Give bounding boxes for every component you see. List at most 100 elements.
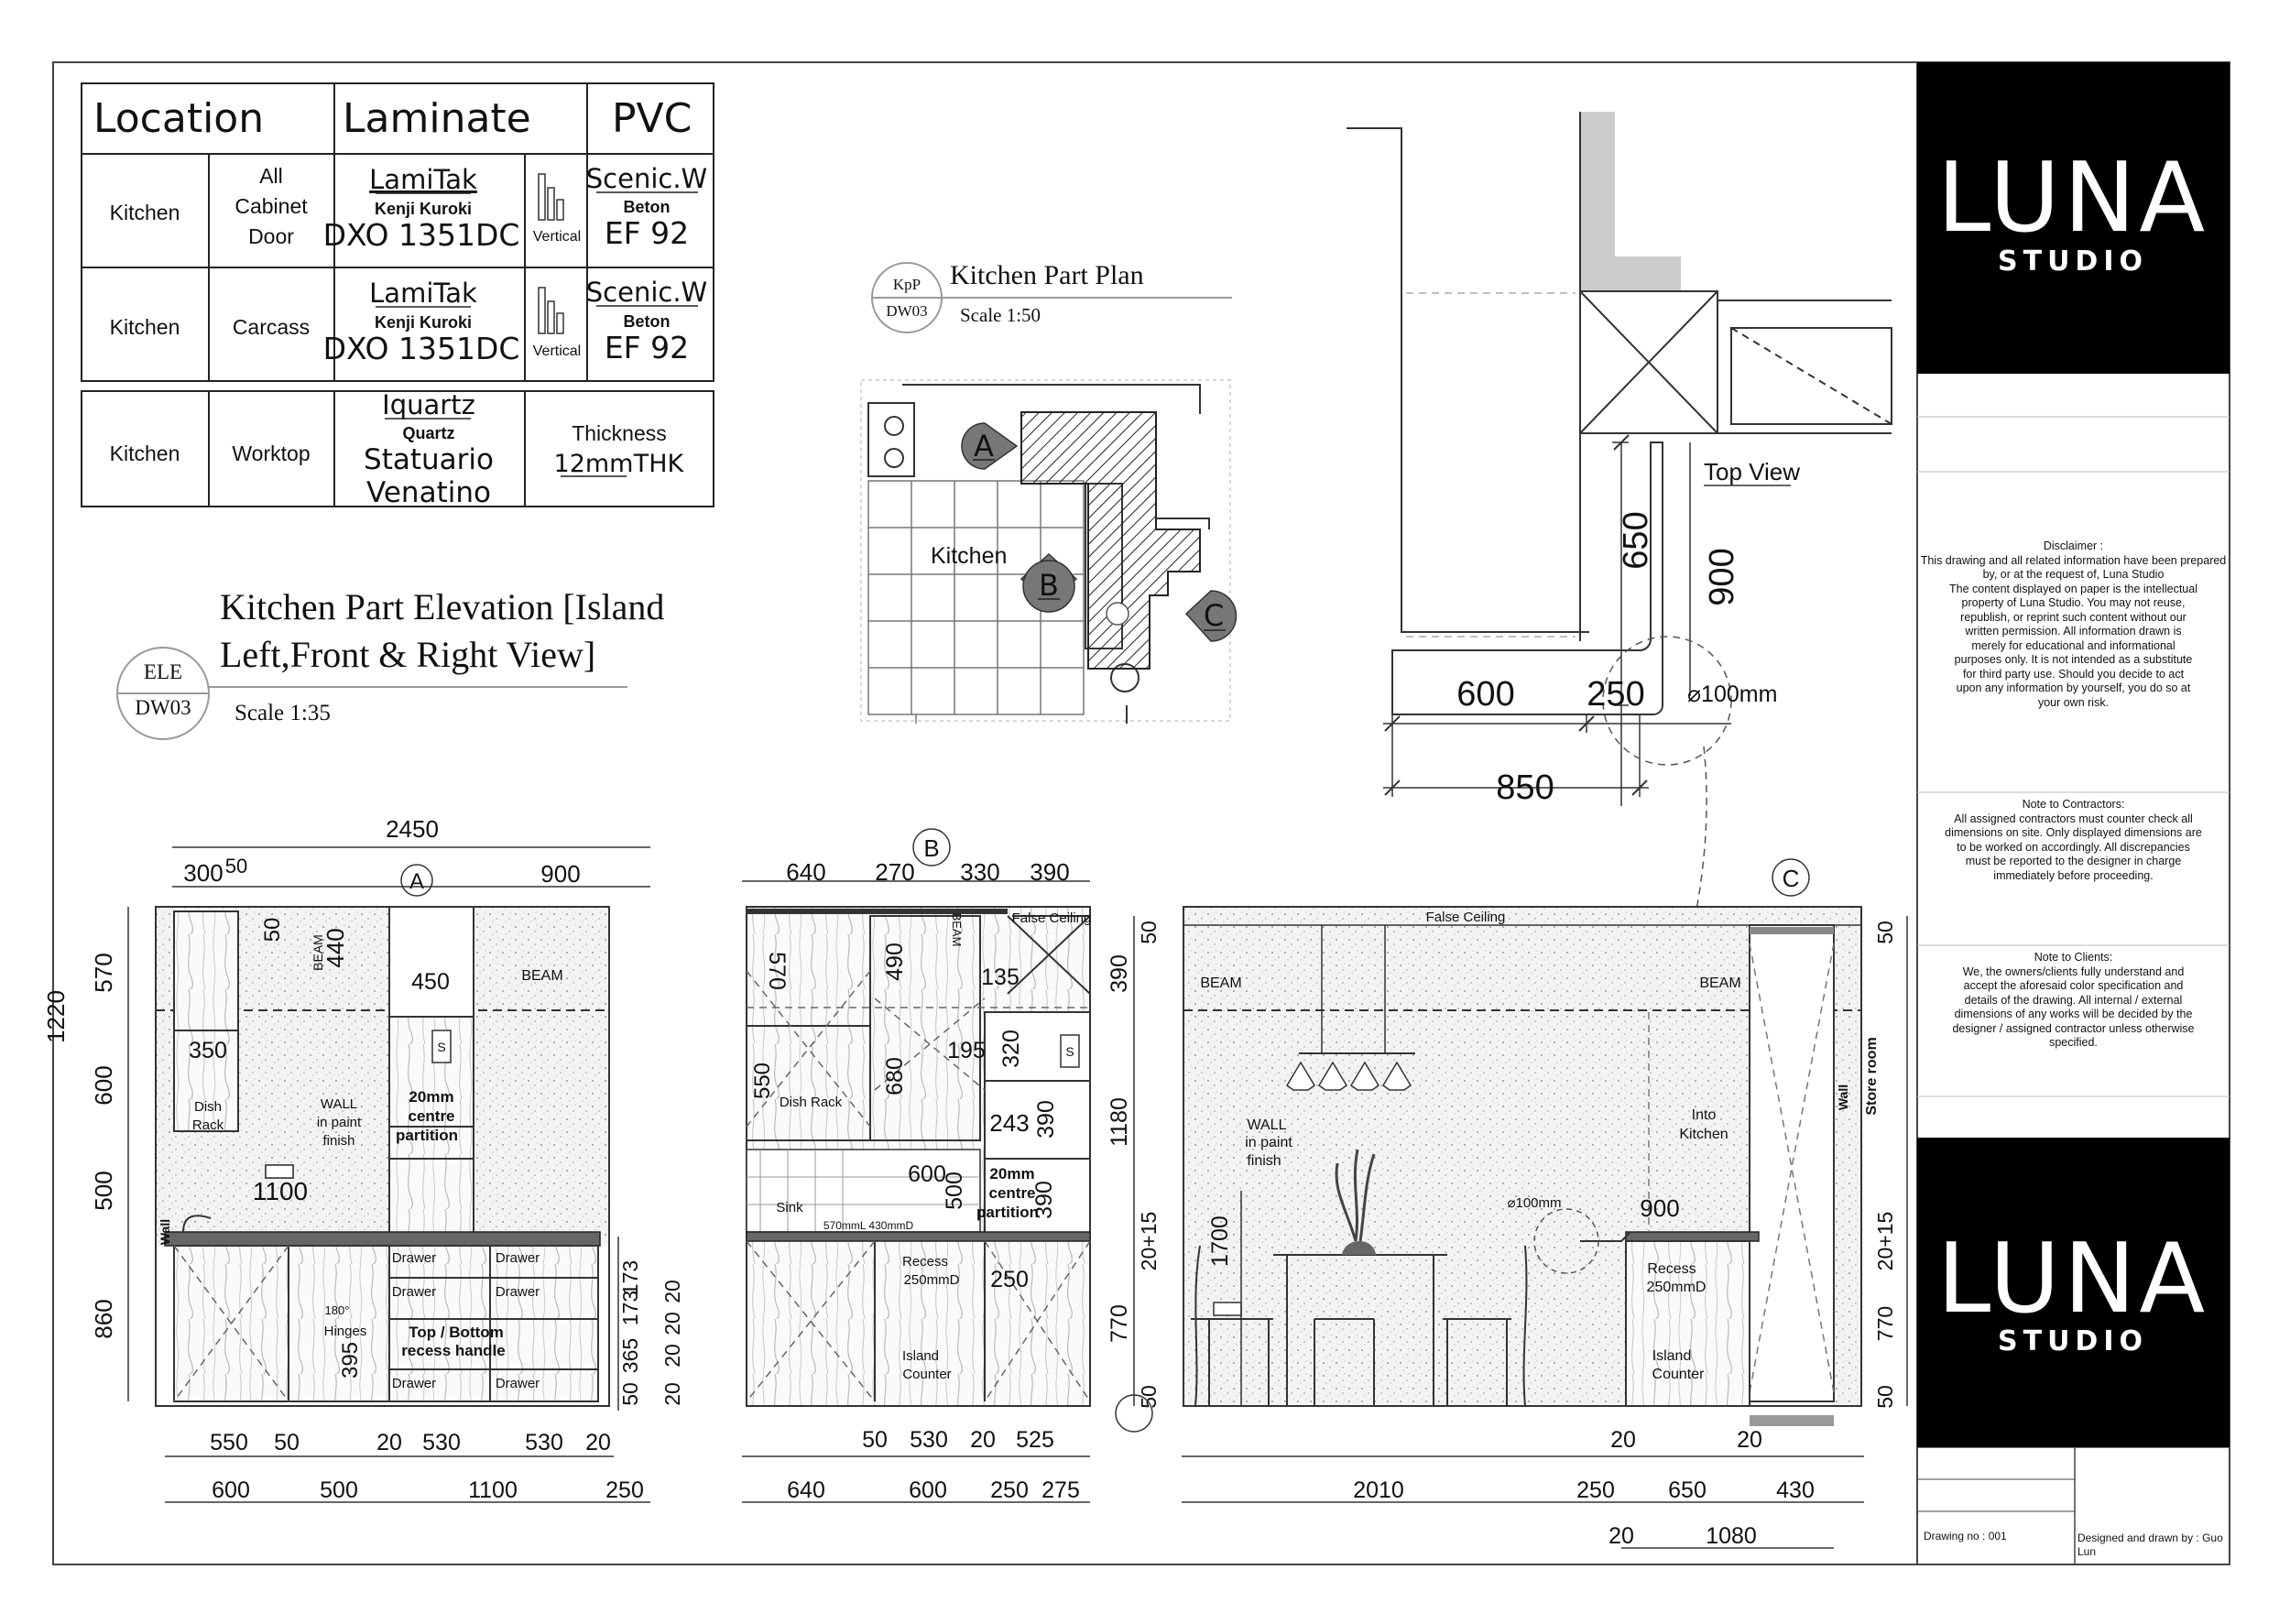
svg-text:50: 50 [260, 918, 285, 943]
contractors-line: All assigned contractors must counter ch… [1954, 812, 2193, 825]
svg-text:20: 20 [970, 1427, 996, 1453]
plan-marker-b: B [1020, 552, 1078, 613]
svg-text:C: C [1204, 598, 1224, 633]
svg-text:Drawer: Drawer [496, 1376, 540, 1391]
drawing-number: Drawing no : 001 [1924, 1530, 2007, 1542]
row2-code: DXO 1351DC [323, 331, 520, 366]
svg-text:440: 440 [322, 928, 349, 967]
svg-text:BEAM: BEAM [1200, 975, 1241, 991]
row1-pvc-name: Beton [624, 198, 671, 216]
worktop-name-1: Statuario [364, 443, 494, 476]
svg-text:⌀100mm: ⌀100mm [1507, 1195, 1561, 1211]
elev-b-marker: B [923, 834, 939, 862]
svg-text:Island: Island [902, 1348, 939, 1364]
plan-marker-a: A [961, 422, 1019, 470]
contractors-line: immediately before proceeding. [1993, 868, 2154, 882]
plan-room-label: Kitchen [931, 543, 1007, 569]
top-view-dim-250: 250 [1587, 675, 1644, 714]
logo-bottom-sub: STUDIO [1998, 1325, 2148, 1357]
clients-line: designer / assigned contractor unless ot… [1952, 1021, 2195, 1035]
svg-text:finish: finish [322, 1133, 354, 1149]
svg-text:640: 640 [786, 858, 825, 886]
plan-bubble-bottom: DW03 [886, 302, 927, 320]
svg-text:Counter: Counter [902, 1367, 951, 1382]
svg-text:S: S [437, 1040, 445, 1054]
svg-text:WALL: WALL [1248, 1117, 1287, 1133]
disclaimer-line: merely for educational and informational [1971, 638, 2176, 652]
sheet-border [52, 61, 2230, 1565]
svg-text:BEAM: BEAM [311, 934, 325, 971]
row1-grain: Vertical [533, 229, 581, 245]
svg-text:Drawer: Drawer [392, 1284, 436, 1300]
worktop-type: Quartz [402, 424, 454, 442]
svg-text:600: 600 [212, 1477, 250, 1503]
vertical-grain-icon [538, 173, 564, 221]
svg-text:500: 500 [942, 1172, 967, 1210]
elevation-scale: Scale 1:35 [234, 701, 331, 725]
svg-text:in paint: in paint [1245, 1135, 1292, 1150]
svg-text:BEAM: BEAM [950, 913, 964, 947]
svg-text:centre: centre [988, 1184, 1035, 1202]
svg-text:50: 50 [274, 1430, 300, 1455]
svg-text:550: 550 [750, 1063, 775, 1099]
svg-text:570mmL 430mmD: 570mmL 430mmD [823, 1219, 914, 1232]
contractors-title: Note to Contractors: [2022, 798, 2125, 811]
svg-text:173: 173 [618, 1291, 642, 1325]
svg-text:530: 530 [422, 1430, 461, 1455]
svg-text:180°: 180° [325, 1303, 350, 1317]
svg-text:900: 900 [1640, 1194, 1679, 1222]
svg-text:365: 365 [618, 1338, 642, 1373]
worktop-name-2: Venatino [366, 476, 491, 509]
svg-text:in paint: in paint [317, 1115, 362, 1130]
top-view-dim-600: 600 [1456, 675, 1514, 714]
clients-note: Note to Clients: We, the owners/clients … [1920, 951, 2227, 1051]
svg-text:530: 530 [525, 1430, 563, 1455]
svg-text:20: 20 [1610, 1427, 1636, 1453]
svg-text:Drawer: Drawer [392, 1250, 436, 1266]
vertical-grain-icon [538, 287, 564, 334]
disclaimer-line: for third party use. Should you decide t… [1962, 667, 2185, 681]
svg-text:390: 390 [1033, 1100, 1059, 1139]
svg-text:1100: 1100 [253, 1177, 308, 1205]
disclaimer-section: Disclaimer : This drawing and all relate… [1920, 540, 2227, 710]
worktop-location: Kitchen [110, 441, 180, 465]
svg-text:recess handle: recess handle [401, 1342, 505, 1359]
worktop-thickness-label: Thickness [572, 421, 667, 445]
svg-text:False Ceiling: False Ceiling [1012, 910, 1092, 926]
svg-text:partition: partition [976, 1204, 1039, 1221]
elev-a-marker: A [409, 869, 424, 894]
worktop-thickness-value: 12mm [554, 450, 634, 478]
disclaimer-line: property of Luna Studio. You may not reu… [1961, 596, 2186, 609]
svg-text:600: 600 [909, 1477, 947, 1503]
row1-brand: LamiTak [369, 164, 477, 195]
elevation-c: C False Ceiling [1115, 858, 1908, 1549]
top-view-dim-650: 650 [1617, 511, 1655, 569]
row1-pvc-code: EF 92 [605, 215, 689, 251]
disclaimer-line: The content displayed on paper is the in… [1948, 582, 2197, 595]
row1-location: Kitchen [110, 201, 180, 224]
svg-text:50: 50 [1873, 921, 1897, 944]
svg-text:680: 680 [882, 1057, 908, 1095]
svg-text:Wall: Wall [1836, 1084, 1850, 1110]
svg-text:BEAM: BEAM [521, 968, 562, 984]
logo-top-main: LUNA [1937, 142, 2209, 254]
svg-text:250: 250 [990, 1267, 1029, 1292]
svg-text:20mm: 20mm [989, 1165, 1034, 1183]
disclaimer-line: upon any information by yourself, you do… [1956, 681, 2191, 694]
svg-text:50: 50 [1137, 921, 1161, 944]
contractors-line: dimensions on site. Only displayed dimen… [1945, 826, 2202, 839]
svg-text:Drawer: Drawer [496, 1284, 540, 1300]
svg-text:500: 500 [90, 1171, 117, 1210]
svg-text:330: 330 [960, 858, 999, 886]
svg-text:1700: 1700 [1207, 1215, 1233, 1267]
svg-text:Counter: Counter [1652, 1367, 1706, 1382]
svg-text:A: A [974, 429, 994, 463]
radius-guide-circle [1602, 636, 1732, 766]
svg-text:390: 390 [1031, 1181, 1057, 1219]
svg-text:partition: partition [396, 1127, 458, 1144]
svg-text:450: 450 [411, 969, 450, 995]
svg-text:Sink: Sink [776, 1200, 803, 1215]
svg-text:50: 50 [225, 855, 247, 877]
row2-location: Kitchen [110, 315, 180, 339]
contractors-line: must be reported to the designer in char… [1965, 855, 2182, 867]
